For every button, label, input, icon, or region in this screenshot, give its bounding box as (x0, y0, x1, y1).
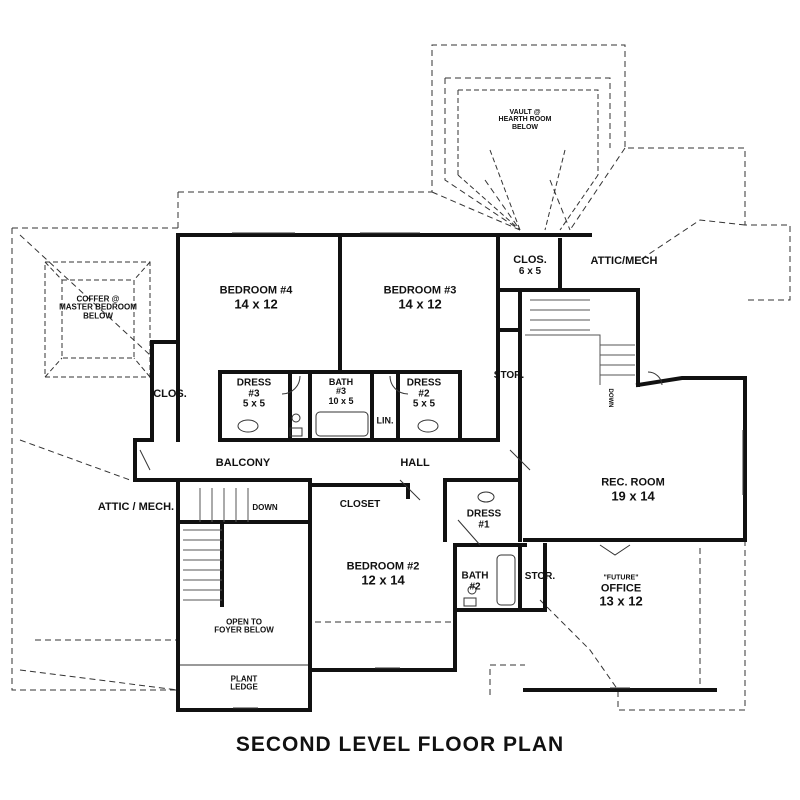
open-foyer-line-1: OPEN TO (226, 617, 262, 627)
bedroom-3-name: BEDROOM #3 (383, 284, 457, 297)
plant-ledge-line-1: PLANT (230, 674, 258, 684)
closet-mid-label: CLOSET (339, 498, 381, 510)
open-foyer-label: OPEN TO FOYER BELOW (214, 617, 274, 636)
coffer-line-3: BELOW (83, 311, 113, 321)
down-left-label: DOWN (252, 502, 278, 512)
bedroom-3-label: BEDROOM #3 14 x 12 (384, 285, 457, 310)
balcony-label: BALCONY (215, 457, 271, 470)
closet-top-size: 6 x 5 (518, 265, 542, 277)
linen-label: LIN. (376, 415, 394, 426)
dress-2-num: #2 (418, 387, 430, 399)
dress-1-num: #1 (478, 519, 490, 530)
bedroom-4-label: BEDROOM #4 14 x 12 (220, 285, 293, 310)
closet-top-label: CLOS. 6 x 5 (513, 253, 547, 277)
vault-line-3: BELOW (511, 123, 539, 131)
bedroom-2-size: 12 x 14 (361, 571, 405, 587)
vault-label: VAULT @ HEARTH ROOM BELOW (499, 109, 552, 131)
bedroom-4-size: 14 x 12 (234, 295, 278, 311)
stor-bottom-label: STOR. (524, 570, 556, 582)
dress-2-label: DRESS #2 5 x 5 (407, 378, 441, 410)
bedroom-3-size: 14 x 12 (398, 295, 442, 311)
bath-2-name: BATH (461, 570, 489, 582)
dress-3-name: DRESS (236, 377, 272, 389)
clos-left-label: CLOS. (153, 388, 187, 401)
bath-3-num: #3 (335, 386, 346, 397)
dress-2-size: 5 x 5 (412, 398, 436, 410)
vault-outline (457, 89, 599, 231)
attic-mech-left-label: ATTIC / MECH. (97, 501, 175, 514)
coffer-outline (44, 261, 151, 378)
rec-room-label: REC. ROOM 19 x 14 (601, 477, 665, 502)
bath-2-num: #2 (469, 581, 481, 592)
dress-3-label: DRESS #3 5 x 5 (237, 378, 271, 410)
coffer-label: COFFER @ MASTER BEDROOM BELOW (59, 295, 137, 320)
attic-mech-top-label: ATTIC/MECH (590, 255, 658, 268)
coffer-line-2: MASTER BEDROOM (59, 302, 137, 312)
office-note: "FUTURE" (603, 574, 639, 582)
dress-3-num: #3 (248, 387, 260, 399)
dress-2-name: DRESS (406, 377, 442, 389)
vault-line-1: VAULT @ (509, 108, 541, 116)
office-size: 13 x 12 (599, 593, 643, 609)
interior-details (139, 232, 744, 709)
rec-room-name: REC. ROOM (601, 476, 665, 489)
dress-1-label: DRESS #1 (466, 508, 502, 531)
walls (133, 233, 747, 712)
down-right-label: DOWN (607, 388, 614, 408)
bath-2-label: BATH #2 (461, 570, 489, 593)
bath-3-label: BATH #3 10 x 5 (328, 376, 354, 406)
office-name: OFFICE (600, 582, 642, 595)
open-foyer-line-2: FOYER BELOW (214, 626, 274, 635)
bedroom-4-name: BEDROOM #4 (219, 284, 293, 297)
plant-ledge-line-2: LEDGE (230, 683, 258, 692)
stor-top-label: STOR. (493, 369, 525, 381)
closet-top-name: CLOS. (513, 253, 547, 266)
office-label: "FUTURE" OFFICE 13 x 12 (599, 572, 642, 609)
bedroom-2-label: BEDROOM #2 12 x 14 (347, 561, 420, 586)
coffer-line-1: COFFER @ (76, 294, 120, 304)
dress-3-size: 5 x 5 (242, 398, 266, 410)
plan-title: SECOND LEVEL FLOOR PLAN (235, 733, 565, 756)
bath-3-size: 10 x 5 (328, 395, 354, 406)
bath-3-name: BATH (328, 376, 354, 387)
bedroom-2-name: BEDROOM #2 (346, 560, 420, 573)
vault-line-2: HEARTH ROOM (498, 116, 552, 124)
hall-label: HALL (400, 457, 430, 470)
dress-1-name: DRESS (466, 508, 502, 520)
plant-ledge-label: PLANT LEDGE (230, 674, 258, 693)
rec-room-size: 19 x 14 (611, 487, 655, 503)
